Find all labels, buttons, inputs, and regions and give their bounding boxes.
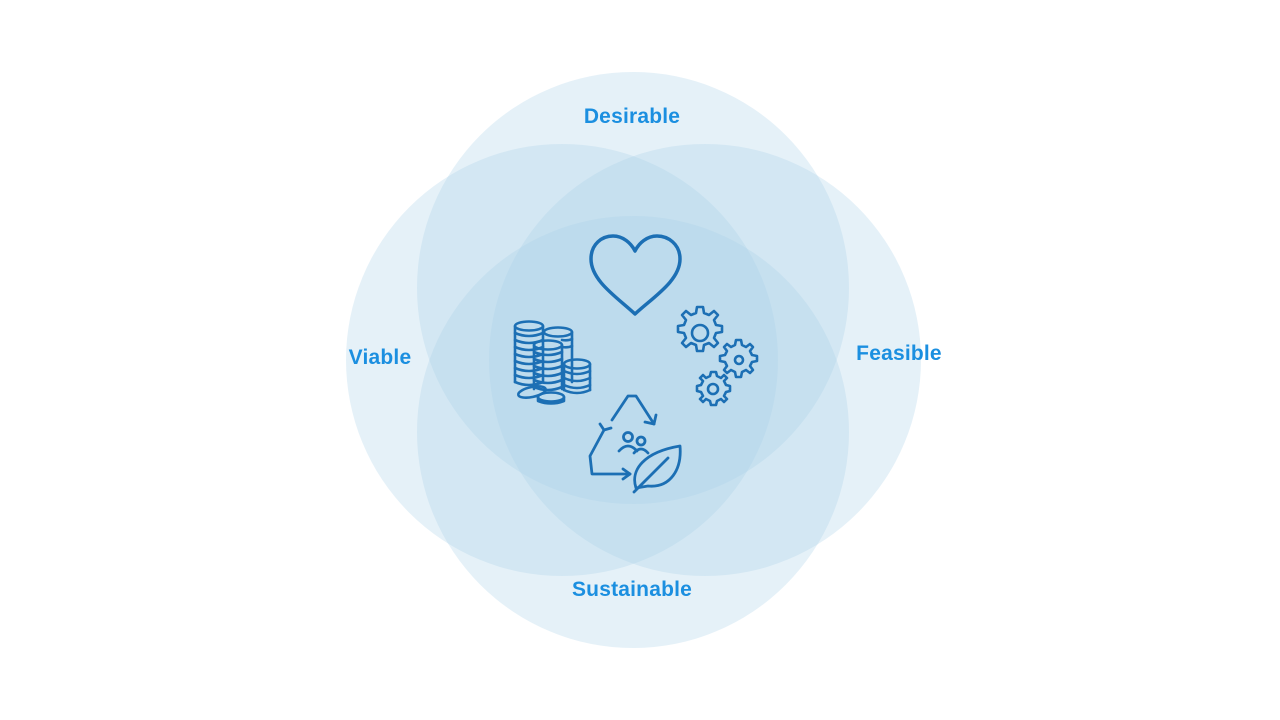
heart-icon xyxy=(589,234,682,316)
circle-feasible xyxy=(489,144,921,576)
circle-desirable xyxy=(417,72,849,504)
gears-icon xyxy=(676,305,759,407)
label-viable: Viable xyxy=(348,346,412,369)
label-desirable: Desirable xyxy=(583,105,681,128)
label-sustainable: Sustainable xyxy=(571,578,693,601)
circle-sustainable xyxy=(417,216,849,648)
recycle-people-leaf-icon xyxy=(588,394,682,494)
coin-stacks-icon xyxy=(513,320,592,405)
label-feasible: Feasible xyxy=(856,342,942,365)
